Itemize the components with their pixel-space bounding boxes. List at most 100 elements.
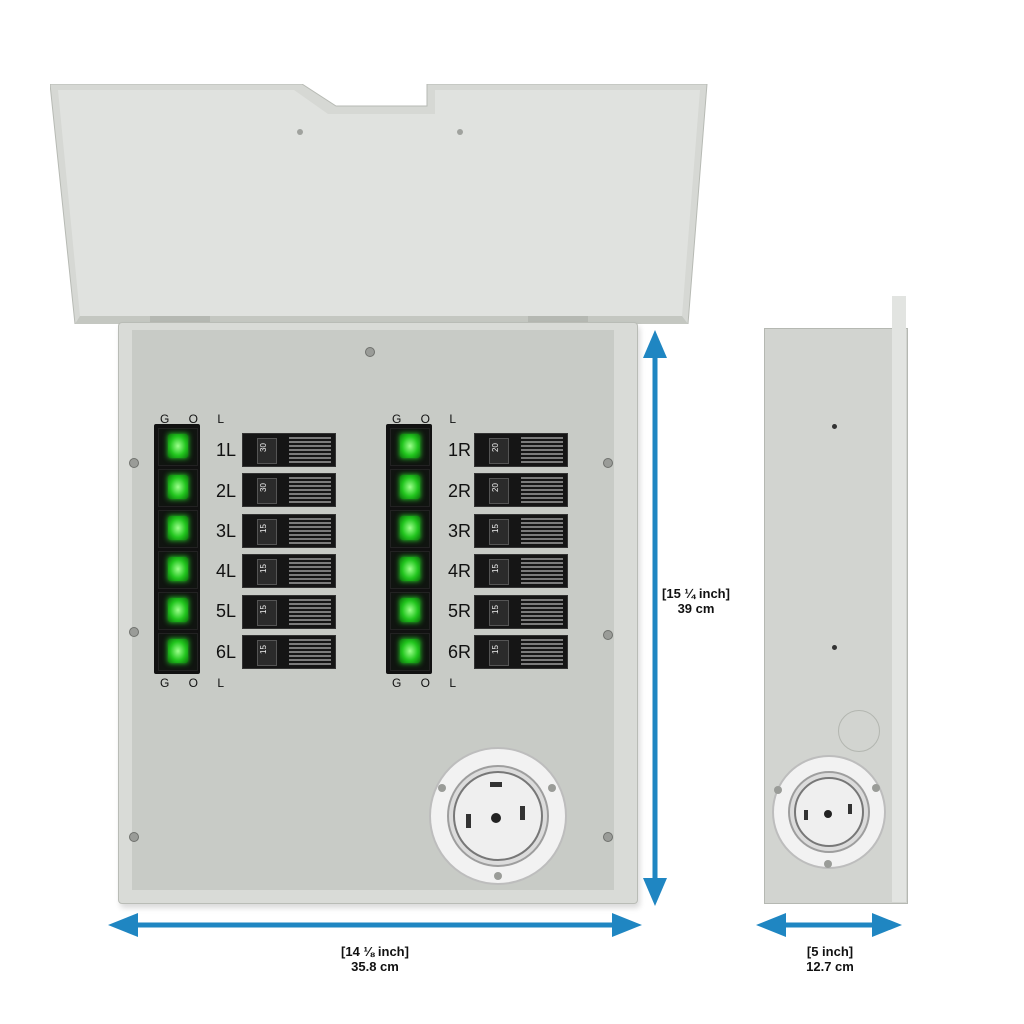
width-dimension-label: [14 ⅛ inch] 35.8 cm xyxy=(320,944,430,974)
circuit-breaker-1r[interactable]: 20 xyxy=(474,433,568,467)
breaker-handle xyxy=(257,600,277,626)
row-label-4r: 4R xyxy=(448,561,472,581)
toggle-switch-2l[interactable] xyxy=(158,469,198,507)
row-label-5r: 5R xyxy=(448,601,472,621)
depth-cm: 12.7 cm xyxy=(806,959,854,974)
indicator-light-icon xyxy=(168,639,188,663)
toggle-switch-4l[interactable] xyxy=(158,551,198,589)
toggle-switch-1r[interactable] xyxy=(390,428,430,466)
row-label-6l: 6L xyxy=(216,642,237,662)
circuit-breaker-1l[interactable]: 30 xyxy=(242,433,336,467)
breaker-label-icon xyxy=(289,599,331,625)
breaker-amp-rating: 15 xyxy=(258,564,268,573)
breaker-label-icon xyxy=(521,639,563,665)
toggle-switch-3r[interactable] xyxy=(390,510,430,548)
breaker-handle xyxy=(257,519,277,545)
breaker-handle xyxy=(489,559,509,585)
mounting-hole xyxy=(832,424,837,429)
width-cm: 35.8 cm xyxy=(351,959,399,974)
screw-icon xyxy=(129,832,139,842)
breaker-amp-rating: 15 xyxy=(258,524,268,533)
breaker-label-icon xyxy=(289,437,331,463)
toggle-switch-2r[interactable] xyxy=(390,469,430,507)
knockout-icon xyxy=(838,710,880,752)
breaker-label-icon xyxy=(521,599,563,625)
breaker-handle xyxy=(257,438,277,464)
breaker-handle xyxy=(489,519,509,545)
height-cm: 39 cm xyxy=(677,601,715,616)
depth-dimension-label: [5 inch] 12.7 cm xyxy=(780,944,880,974)
breaker-amp-rating: 30 xyxy=(258,483,268,492)
indicator-light-icon xyxy=(400,434,420,458)
toggle-switch-1l[interactable] xyxy=(158,428,198,466)
mounting-hole xyxy=(832,645,837,650)
breaker-amp-rating: 15 xyxy=(490,564,500,573)
power-inlet-icon[interactable] xyxy=(428,744,568,890)
toggle-switch-4r[interactable] xyxy=(390,551,430,589)
circuit-breaker-4l[interactable]: 15 xyxy=(242,554,336,588)
toggle-switch-5r[interactable] xyxy=(390,592,430,630)
width-arrow-icon xyxy=(108,913,642,937)
circuit-breaker-4r[interactable]: 15 xyxy=(474,554,568,588)
height-inch: [15 ¼ inch] xyxy=(662,586,730,601)
indicator-light-icon xyxy=(168,434,188,458)
toggle-switch-3l[interactable] xyxy=(158,510,198,548)
height-dimension-label: [15 ¼ inch] 39 cm xyxy=(646,586,746,616)
depth-arrow-icon xyxy=(756,913,902,937)
breaker-amp-rating: 15 xyxy=(490,645,500,654)
indicator-light-icon xyxy=(400,639,420,663)
row-label-3r: 3R xyxy=(448,521,472,541)
height-arrow-icon xyxy=(643,330,667,906)
breaker-handle xyxy=(257,640,277,666)
breaker-amp-rating: 20 xyxy=(490,483,500,492)
breaker-amp-rating: 15 xyxy=(490,605,500,614)
screw-icon xyxy=(365,347,375,357)
toggle-switch-6l[interactable] xyxy=(158,633,198,671)
breaker-label-icon xyxy=(521,518,563,544)
breaker-handle xyxy=(257,478,277,504)
screw-icon xyxy=(603,630,613,640)
breaker-label-icon xyxy=(521,477,563,503)
circuit-breaker-5r[interactable]: 15 xyxy=(474,595,568,629)
indicator-light-icon xyxy=(400,475,420,499)
circuit-breaker-6l[interactable]: 15 xyxy=(242,635,336,669)
indicator-light-icon xyxy=(400,598,420,622)
indicator-light-icon xyxy=(400,557,420,581)
circuit-breaker-3r[interactable]: 15 xyxy=(474,514,568,548)
screw-icon xyxy=(603,458,613,468)
breaker-label-icon xyxy=(289,518,331,544)
breaker-amp-rating: 15 xyxy=(258,645,268,654)
row-label-6r: 6R xyxy=(448,642,472,662)
depth-inch: [5 inch] xyxy=(806,944,854,959)
row-label-2l: 2L xyxy=(216,481,237,501)
breaker-label-icon xyxy=(289,477,331,503)
indicator-light-icon xyxy=(400,516,420,540)
circuit-breaker-2l[interactable]: 30 xyxy=(242,473,336,507)
right-toggle-bank xyxy=(386,424,432,674)
breaker-label-icon xyxy=(289,558,331,584)
left-gol-label-top: G O L xyxy=(160,412,233,426)
row-label-1l: 1L xyxy=(216,440,237,460)
left-gol-label-bottom: G O L xyxy=(160,676,233,690)
row-label-3l: 3L xyxy=(216,521,237,541)
breaker-label-icon xyxy=(521,437,563,463)
enclosure-side-edge xyxy=(892,296,906,902)
circuit-breaker-3l[interactable]: 15 xyxy=(242,514,336,548)
circuit-breaker-5l[interactable]: 15 xyxy=(242,595,336,629)
toggle-switch-6r[interactable] xyxy=(390,633,430,671)
right-gol-label-top: G O L xyxy=(392,412,465,426)
circuit-breaker-2r[interactable]: 20 xyxy=(474,473,568,507)
breaker-amp-rating: 20 xyxy=(490,443,500,452)
breaker-amp-rating: 30 xyxy=(258,443,268,452)
screw-icon xyxy=(129,458,139,468)
screw-icon xyxy=(129,627,139,637)
toggle-switch-5l[interactable] xyxy=(158,592,198,630)
indicator-light-icon xyxy=(168,598,188,622)
row-label-4l: 4L xyxy=(216,561,237,581)
width-inch: [14 ⅛ inch] xyxy=(341,944,409,959)
screw-icon xyxy=(603,832,613,842)
indicator-light-icon xyxy=(168,516,188,540)
row-label-2r: 2R xyxy=(448,481,472,501)
circuit-breaker-6r[interactable]: 15 xyxy=(474,635,568,669)
indicator-light-icon xyxy=(168,557,188,581)
